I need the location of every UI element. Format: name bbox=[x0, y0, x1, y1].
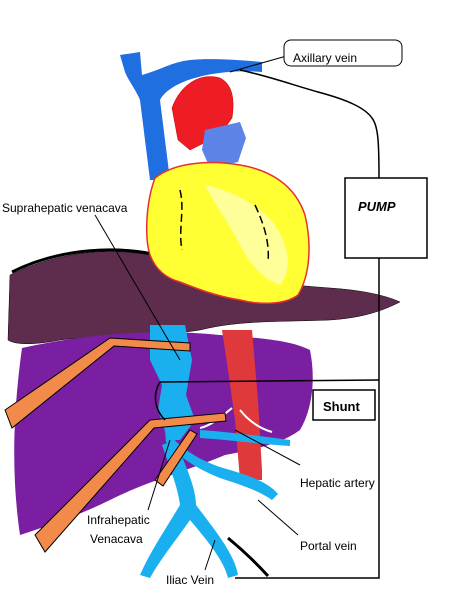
portal-vein bbox=[165, 430, 278, 500]
pulmonary-artery bbox=[202, 122, 246, 168]
circuit-line-axillary-to-pump bbox=[239, 69, 380, 179]
hepatic-artery-label: Hepatic artery bbox=[300, 476, 375, 490]
callout-suprahepatic bbox=[94, 214, 181, 361]
circuit-line-pump-to-shunt bbox=[235, 258, 380, 579]
heart-highlight bbox=[205, 185, 288, 285]
portal-vein-label: Portal vein bbox=[300, 539, 357, 553]
pump-box bbox=[344, 177, 428, 259]
suprahepatic-venacava-label: Suprahepatic venacava bbox=[2, 201, 128, 215]
axillary-vein-label-box bbox=[283, 39, 403, 67]
shunt-label: Shunt bbox=[323, 399, 360, 414]
axillary-vein-label: Axillary vein bbox=[293, 51, 357, 65]
callout-infrahepatic bbox=[147, 439, 171, 511]
cannula-upper bbox=[4, 337, 191, 429]
circuit-line-shunt-hook bbox=[154, 381, 166, 421]
circuit-line-iliac bbox=[227, 536, 270, 578]
superior-vena-cava bbox=[120, 52, 262, 180]
cannula-lower bbox=[34, 412, 227, 553]
cannula-middle bbox=[154, 429, 198, 487]
infrahepatic-label-line1: Infrahepatic bbox=[87, 513, 150, 527]
shunt-box bbox=[312, 389, 376, 421]
infrahepatic-label-line2: Venacava bbox=[90, 532, 143, 546]
iliac-vein-label: Iliac Vein bbox=[166, 573, 214, 587]
callout-portal-vein bbox=[257, 499, 299, 536]
callout-hepatic-artery bbox=[234, 429, 301, 466]
callout-axillary bbox=[229, 54, 291, 73]
pump-label: PUMP bbox=[358, 199, 396, 214]
callout-iliac-vein bbox=[204, 539, 216, 571]
portal-vein-upper-branch bbox=[200, 430, 290, 446]
circuit-line-shunt-bar bbox=[159, 379, 380, 383]
heart-groove bbox=[179, 189, 270, 263]
